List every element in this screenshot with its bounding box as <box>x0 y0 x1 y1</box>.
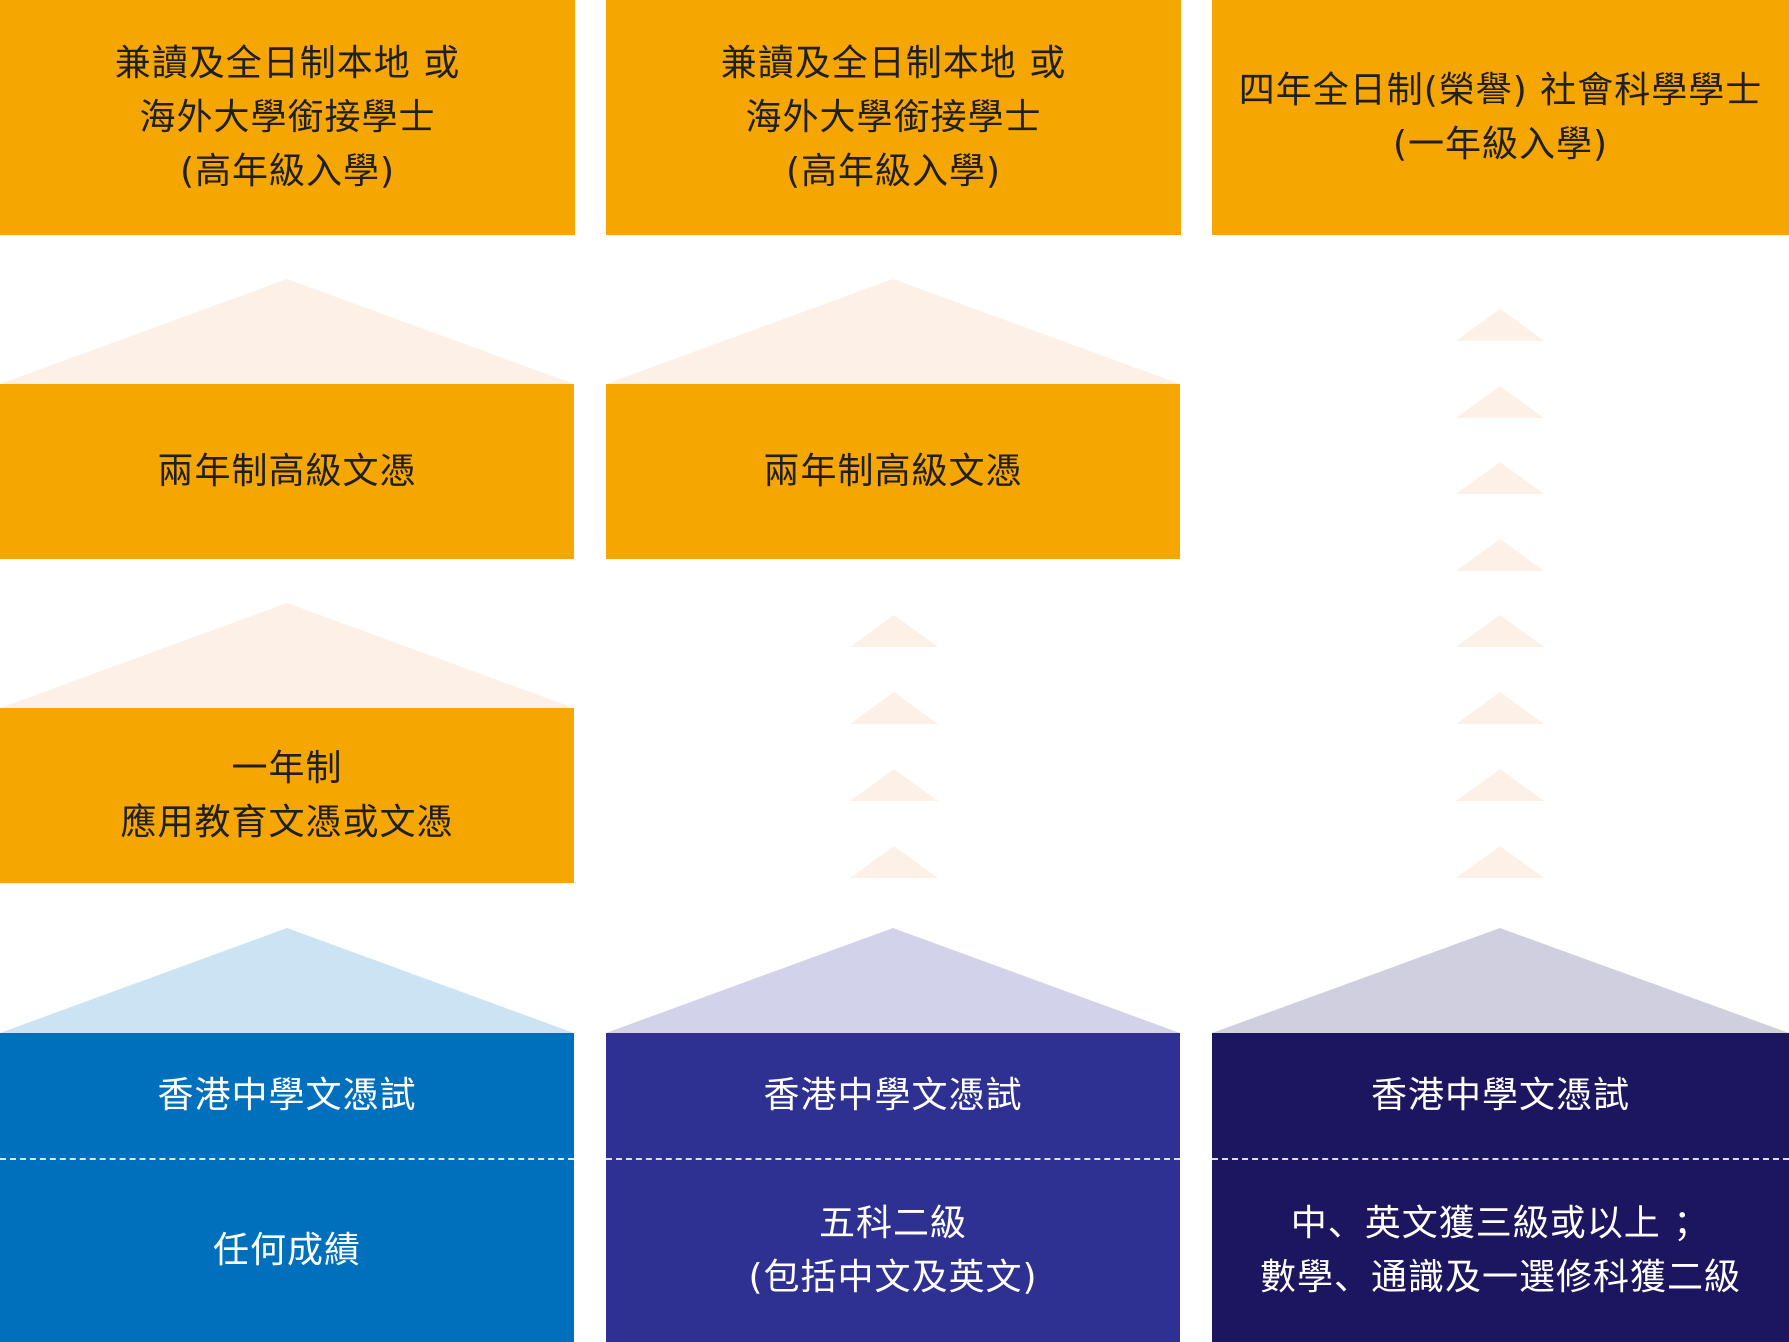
col2-arrow-to-higher-diploma <box>606 928 1180 1033</box>
col1-exam-title: 香港中學文憑試 <box>157 1074 417 1116</box>
col2-small-arrow-1 <box>850 615 938 647</box>
col1-arrow-to-higher-diploma <box>0 603 574 708</box>
col1-degree-line-3: (高年級入學) <box>179 150 396 192</box>
col2-small-arrow-2 <box>850 692 938 724</box>
col2-small-arrow-4 <box>850 846 938 878</box>
col2-exam-box: 香港中學文憑試 五科二級 (包括中文及英文) <box>606 1033 1180 1342</box>
col3-degree-box: 四年全日制(榮譽) 社會科學學士 (一年級入學) <box>1212 0 1789 235</box>
col1-exam-requirement-line-1: 任何成績 <box>212 1230 361 1271</box>
col3-small-arrow-1 <box>1456 309 1544 341</box>
col1-foundation-line-2: 應用教育文憑或文憑 <box>120 801 454 843</box>
col2-higher-diploma-label: 兩年制高級文憑 <box>763 450 1023 492</box>
col2-degree-line-1: 兼讀及全日制本地 或 <box>720 42 1067 84</box>
col2-small-arrow-3 <box>850 769 938 801</box>
col3-small-arrow-5 <box>1456 615 1544 647</box>
col3-degree-line-2: (一年級入學) <box>1392 123 1609 165</box>
col1-higher-diploma-box: 兩年制高級文憑 <box>0 384 574 559</box>
col3-arrow-to-degree <box>1212 928 1789 1033</box>
col3-small-arrow-6 <box>1456 692 1544 724</box>
col3-degree-line-1: 四年全日制(榮譽) 社會科學學士 <box>1238 69 1763 111</box>
col3-small-arrow-8 <box>1456 846 1544 878</box>
col1-exam-divider <box>0 1158 574 1160</box>
col2-degree-box: 兼讀及全日制本地 或 海外大學銜接學士 (高年級入學) <box>606 0 1181 235</box>
col2-higher-diploma-box: 兩年制高級文憑 <box>606 384 1180 559</box>
col2-exam-title: 香港中學文憑試 <box>763 1074 1023 1116</box>
col1-degree-line-1: 兼讀及全日制本地 或 <box>114 42 461 84</box>
col1-higher-diploma-label: 兩年制高級文憑 <box>157 450 417 492</box>
col3-exam-divider <box>1212 1158 1789 1160</box>
col3-exam-title: 香港中學文憑試 <box>1370 1074 1630 1116</box>
col2-exam-requirement-line-1: 五科二級 <box>818 1203 967 1244</box>
col2-arrow-to-degree <box>606 279 1180 384</box>
col2-exam-divider <box>606 1158 1180 1160</box>
col3-small-arrow-7 <box>1456 769 1544 801</box>
col3-exam-requirement-line-2: 數學、通識及一選修科獲二級 <box>1259 1257 1741 1298</box>
col3-small-arrow-3 <box>1456 462 1544 494</box>
col3-small-arrow-4 <box>1456 539 1544 571</box>
col3-exam-requirement-line-1: 中、英文獲三級或以上 ； <box>1290 1203 1711 1244</box>
col1-foundation-line-1: 一年制 <box>231 747 343 789</box>
col1-degree-box: 兼讀及全日制本地 或 海外大學銜接學士 (高年級入學) <box>0 0 575 235</box>
col1-degree-line-2: 海外大學銜接學士 <box>139 96 436 138</box>
col3-exam-box: 香港中學文憑試 中、英文獲三級或以上 ； 數學、通識及一選修科獲二級 <box>1212 1033 1789 1342</box>
col1-arrow-to-foundation <box>0 928 574 1033</box>
col2-degree-line-2: 海外大學銜接學士 <box>745 96 1042 138</box>
col2-degree-line-3: (高年級入學) <box>785 150 1002 192</box>
col3-small-arrow-2 <box>1456 386 1544 418</box>
col2-exam-requirement-line-2: (包括中文及英文) <box>748 1257 1038 1298</box>
col1-exam-box: 香港中學文憑試 任何成績 <box>0 1033 574 1342</box>
col1-foundation-box: 一年制 應用教育文憑或文憑 <box>0 708 574 883</box>
col1-arrow-to-degree <box>0 279 574 384</box>
